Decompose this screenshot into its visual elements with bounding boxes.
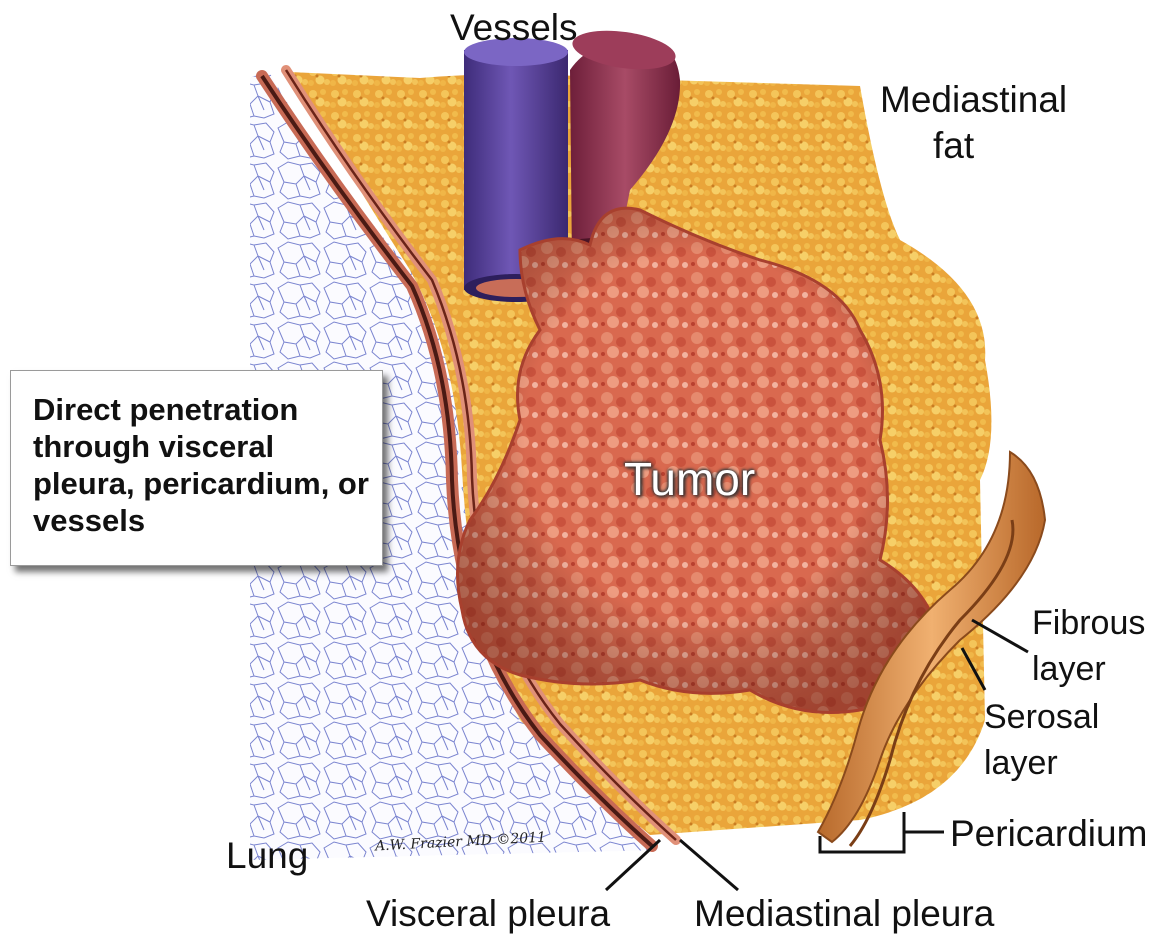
pericardium-label: Pericardium (950, 812, 1147, 856)
mediastinal-fat-label-line2: fat (933, 124, 974, 168)
lung-label: Lung (226, 834, 308, 878)
mediastinal-pleura-label: Mediastinal pleura (694, 892, 994, 936)
serosal-label-line1: Serosal (984, 694, 1099, 740)
serosal-label-line2: layer (984, 740, 1058, 786)
fibrous-label-line1: Fibrous (1032, 600, 1145, 646)
tumor-label: Tumor (624, 452, 755, 506)
mediastinal-fat-label-line1: Mediastinal (880, 78, 1067, 122)
visceral-pleura-label: Visceral pleura (366, 892, 610, 936)
vessels-label: Vessels (450, 6, 578, 50)
fibrous-label-line2: layer (1032, 646, 1106, 692)
callout-box: Direct penetration through visceral pleu… (10, 370, 383, 566)
callout-text: Direct penetration through visceral pleu… (33, 391, 378, 539)
